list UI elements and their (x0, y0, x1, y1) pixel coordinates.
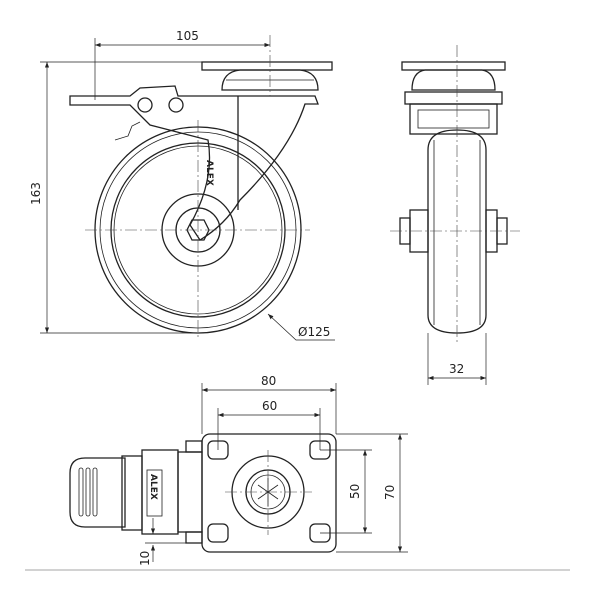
dim-60: 60 (262, 399, 277, 413)
bottom-dimensions: 80 60 50 70 10 (138, 374, 408, 566)
side-dimensions: 105 163 Ø125 (29, 29, 335, 341)
dim-50: 50 (348, 484, 362, 499)
logo-side: ALEX (204, 160, 214, 186)
dim-163: 163 (29, 182, 43, 205)
dim-10: 10 (138, 551, 152, 566)
dim-70: 70 (383, 485, 397, 500)
dim-diameter-125: Ø125 (298, 325, 330, 339)
front-view (390, 45, 520, 345)
dim-80: 80 (261, 374, 276, 388)
logo-bottom: ALEX (148, 474, 158, 500)
dim-105: 105 (176, 29, 199, 43)
side-view: ALEX (69, 35, 333, 340)
bottom-view: ALEX (69, 433, 337, 553)
dim-32: 32 (449, 362, 464, 376)
front-dimensions: 32 (427, 333, 487, 385)
